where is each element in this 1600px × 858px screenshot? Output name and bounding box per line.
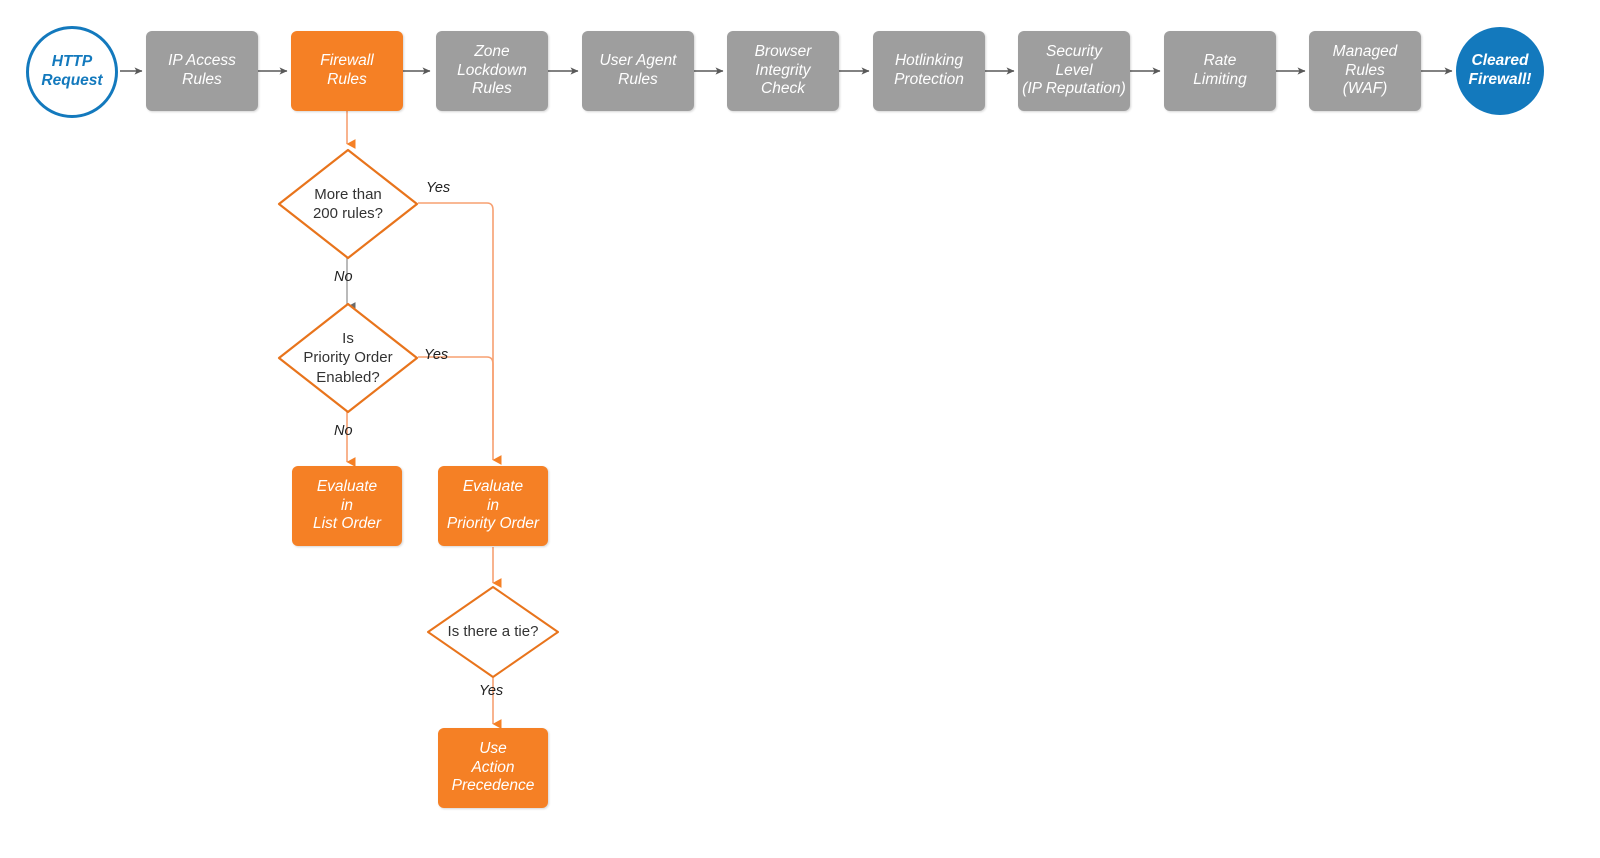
edge-label-is-tie-yes: Yes <box>479 683 504 699</box>
node-rate-limiting[interactable]: Rate Limiting <box>1164 31 1276 111</box>
node-http-request[interactable]: HTTP Request <box>26 26 118 118</box>
node-cleared-firewall[interactable]: Cleared Firewall! <box>1456 27 1544 115</box>
edge-decision200-yes <box>418 202 502 465</box>
edge-label-more-than-200-yes: Yes <box>426 180 451 196</box>
decision-label: More than 200 rules? <box>312 185 384 223</box>
node-firewall-rules[interactable]: Firewall Rules <box>291 31 403 111</box>
node-use-action-precedence[interactable]: Use Action Precedence <box>438 728 548 808</box>
edge-label-priority-order-yes: Yes <box>424 347 449 363</box>
decision-label: Is there a tie? <box>447 623 539 641</box>
node-browser-integrity-check[interactable]: Browser Integrity Check <box>727 31 839 111</box>
decision-is-there-a-tie[interactable]: Is there a tie? <box>426 585 560 679</box>
edge-priority-yes <box>418 356 494 440</box>
diamond-shape <box>277 148 419 260</box>
node-hotlinking-protection[interactable]: Hotlinking Protection <box>873 31 985 111</box>
edge-label-more-than-200-no: No <box>334 269 353 285</box>
node-zone-lockdown-rules[interactable]: Zone Lockdown Rules <box>436 31 548 111</box>
node-security-level[interactable]: Security Level (IP Reputation) <box>1018 31 1130 111</box>
diamond-shape <box>277 302 419 414</box>
node-evaluate-in-list-order[interactable]: Evaluate in List Order <box>292 466 402 546</box>
edge-label-priority-order-no: No <box>334 423 353 439</box>
node-evaluate-in-priority-order[interactable]: Evaluate in Priority Order <box>438 466 548 546</box>
node-ip-access-rules[interactable]: IP Access Rules <box>146 31 258 111</box>
decision-label: Is Priority Order Enabled? <box>303 329 393 386</box>
node-managed-rules-waf[interactable]: Managed Rules (WAF) <box>1309 31 1421 111</box>
decision-more-than-200-rules[interactable]: More than 200 rules? <box>277 148 419 260</box>
diamond-shape <box>427 586 559 678</box>
node-user-agent-rules[interactable]: User Agent Rules <box>582 31 694 111</box>
decision-priority-order-enabled[interactable]: Is Priority Order Enabled? <box>277 302 419 414</box>
